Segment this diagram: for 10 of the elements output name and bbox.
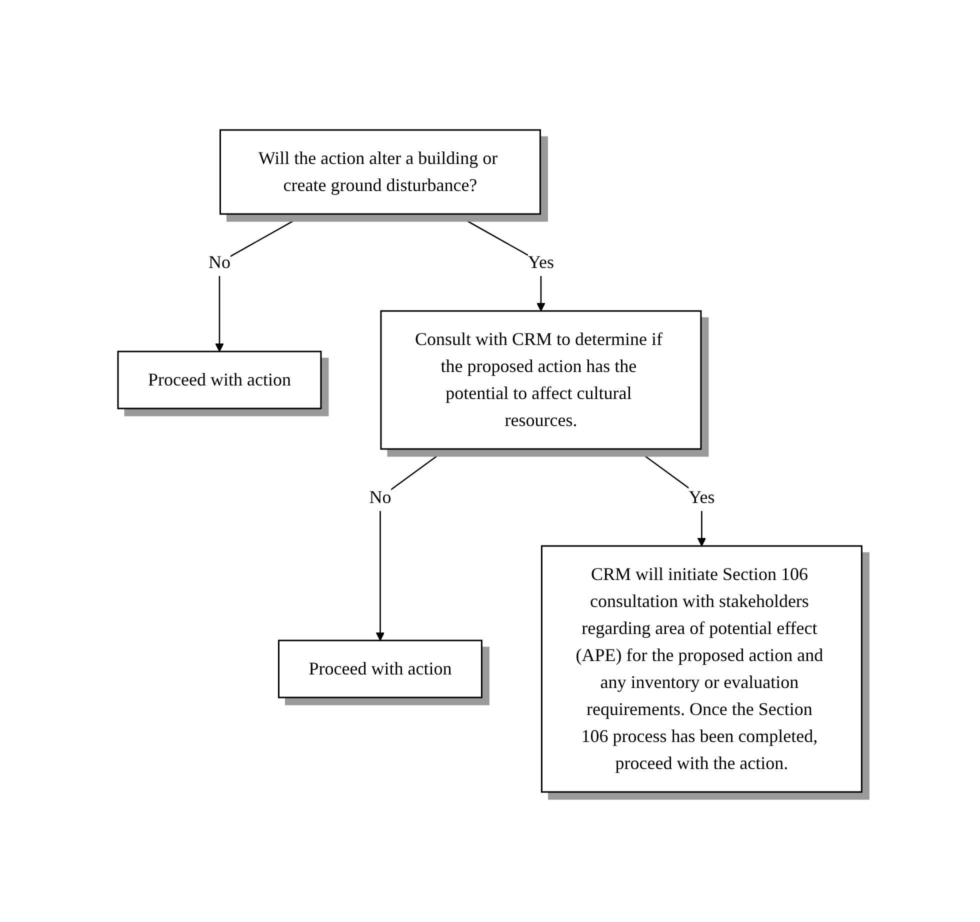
node-box: Proceed with action [278,640,483,698]
node-box: Proceed with action [117,350,322,410]
node-box: Will the action alter a building or create ground disturbance? [220,129,542,215]
edge-label: No [369,486,392,507]
arrow [376,448,448,641]
edge-label: Yes [688,486,715,507]
edge-label: Yes [528,252,554,272]
node-box: CRM will initiate Section 106 consultation with stakeholders regarding area of potential effect (APE) for the proposed action and any inventory or evaluation requirements. Once the Section 106 process has been completed, proceed with the action. [541,545,863,793]
edge-label: No [208,252,231,272]
node-box: Consult with CRM to determine if the proposed action has the potential to affect cultural resources. [380,310,702,450]
